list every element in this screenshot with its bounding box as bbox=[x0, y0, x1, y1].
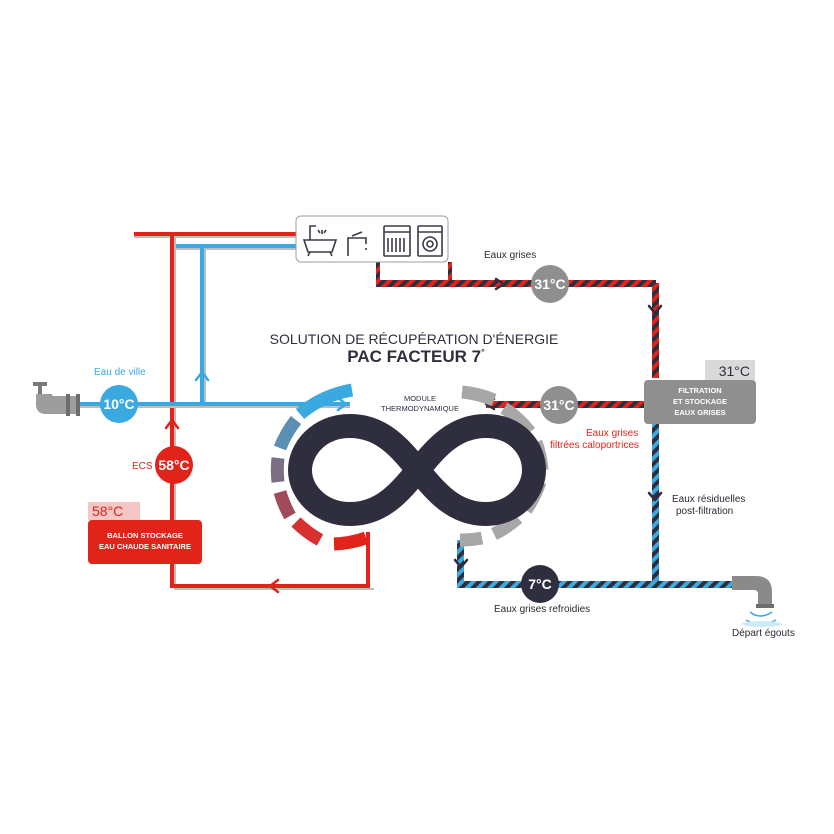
badge-grises-top: 31°C bbox=[531, 265, 569, 303]
title-line2: PAC FACTEUR 7° bbox=[347, 347, 485, 366]
module-label-line2: THERMODYNAMIQUE bbox=[381, 404, 459, 413]
arrow-right-icon bbox=[336, 396, 348, 412]
badge-grises-filtrees-value: 31°C bbox=[543, 397, 574, 413]
module-label-line1: MODULE bbox=[404, 394, 436, 403]
label-eaux-grises-refroidies: Eaux grises refroidies bbox=[494, 604, 590, 615]
ballon-temp-tag: 58°C bbox=[92, 503, 123, 519]
flow-arrows bbox=[164, 277, 663, 594]
label-depart-egouts: Départ égouts bbox=[732, 628, 795, 639]
arrow-up-icon bbox=[194, 370, 210, 382]
label-eaux-grises-filtrees-2: filtrées caloportrices bbox=[550, 440, 639, 451]
arrow-up-icon bbox=[164, 418, 180, 430]
thermodynamic-module-icon bbox=[270, 383, 549, 551]
filtration-temp-tag: 31°C bbox=[719, 363, 750, 379]
faucet-icon bbox=[347, 231, 367, 256]
sewer-outlet-icon bbox=[732, 576, 782, 627]
cold-water-pipes bbox=[60, 244, 350, 408]
label-eaux-grises-filtrees-1: Eaux grises bbox=[586, 428, 638, 439]
badge-grises-top-value: 31°C bbox=[534, 276, 565, 292]
arrow-down-icon bbox=[647, 491, 663, 502]
filtration-line2: ET STOCKAGE bbox=[673, 397, 727, 406]
label-eau-de-ville: Eau de ville bbox=[94, 367, 146, 378]
label-eaux-residuelles-1: Eaux résiduelles bbox=[672, 494, 745, 505]
arrow-down-icon bbox=[647, 304, 663, 315]
filtration-line1: FILTRATION bbox=[678, 386, 721, 395]
title-line1: SOLUTION DE RÉCUPÉRATION D'ÉNERGIE bbox=[270, 331, 559, 347]
filtration-box: 31°C FILTRATION ET STOCKAGE EAUX GRISES bbox=[644, 360, 756, 424]
badge-eau-de-ville-value: 10°C bbox=[103, 396, 134, 412]
badge-ecs: 58°C bbox=[155, 446, 193, 484]
label-ecs: ECS bbox=[132, 461, 153, 472]
appliances-box bbox=[295, 215, 449, 263]
filtration-line3: EAUX GRISES bbox=[674, 408, 725, 417]
label-eaux-residuelles-2: post-filtration bbox=[676, 506, 733, 517]
badge-grises-filtrees: 31°C bbox=[540, 386, 578, 424]
diagram-title: SOLUTION DE RÉCUPÉRATION D'ÉNERGIE PAC F… bbox=[270, 331, 559, 366]
grey-water-pipes bbox=[376, 262, 738, 588]
ballon-box: 58°C BALLON STOCKAGE EAU CHAUDE SANITAIR… bbox=[88, 502, 202, 564]
ballon-line2: EAU CHAUDE SANITAIRE bbox=[99, 542, 191, 551]
label-eaux-grises: Eaux grises bbox=[484, 250, 536, 261]
dishwasher-icon bbox=[383, 225, 411, 257]
badge-eau-de-ville: 10°C bbox=[100, 385, 138, 423]
arrow-right-icon bbox=[494, 277, 506, 291]
ballon-line1: BALLON STOCKAGE bbox=[107, 531, 183, 540]
bathtub-icon bbox=[302, 225, 338, 257]
badge-refroidies-value: 7°C bbox=[528, 576, 552, 592]
badge-ecs-value: 58°C bbox=[158, 457, 189, 473]
washing-machine-icon bbox=[417, 225, 443, 257]
city-water-inlet-icon bbox=[33, 382, 80, 416]
badge-refroidies: 7°C bbox=[521, 565, 559, 603]
arrow-left-icon bbox=[268, 578, 280, 594]
arrow-down-icon bbox=[453, 558, 469, 569]
